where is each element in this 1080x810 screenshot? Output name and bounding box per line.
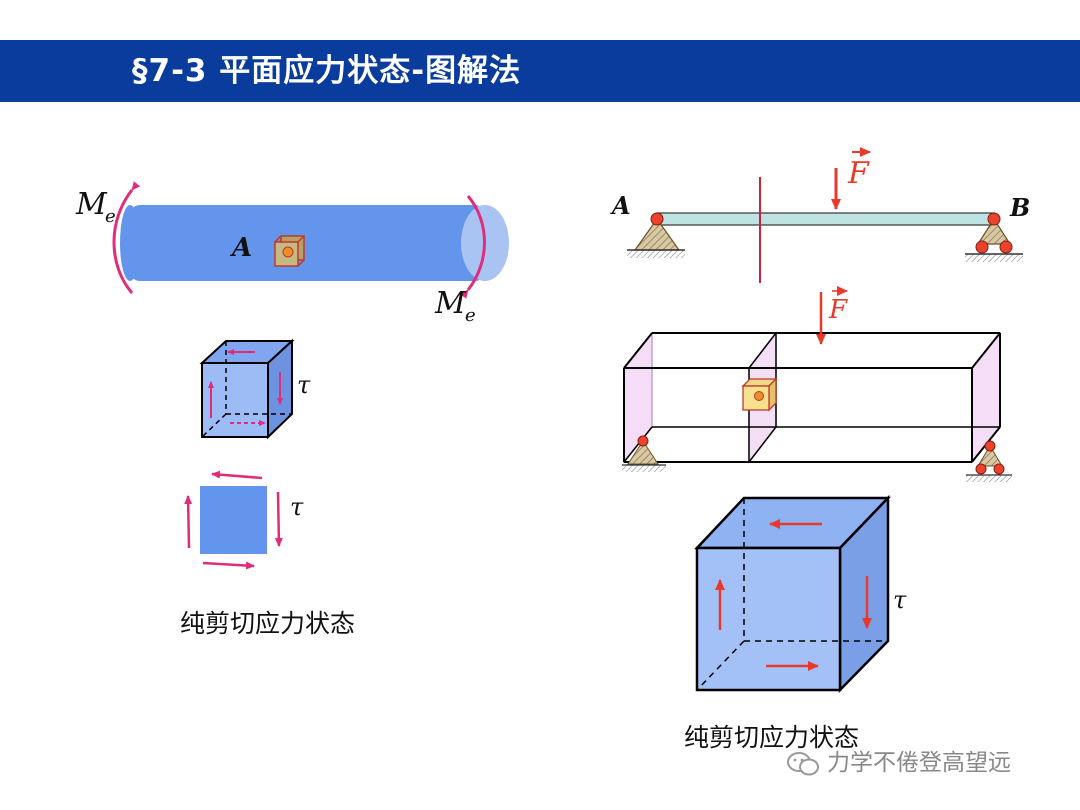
shaft-diagram: A M e M e (75, 181, 509, 326)
page-title: §7-3 平面应力状态-图解法 (132, 53, 522, 89)
moment-arrow-left (112, 181, 141, 294)
beam-body (656, 212, 995, 226)
moment-label-right: M (434, 286, 467, 321)
beam-3d-box (622, 292, 1012, 482)
plane-stress-square (184, 470, 283, 570)
watermark: 力学不倦登高望远 (785, 745, 1011, 781)
caption-left: 纯剪切应力状态 (180, 609, 356, 638)
support-a-label: A (610, 191, 631, 220)
element-a-icon (274, 235, 305, 267)
moment-label-left: M (75, 187, 108, 222)
beam-element-icon (741, 377, 778, 412)
wechat-icon (787, 751, 819, 775)
support-b-icon (965, 212, 1023, 262)
shaft-left-end (120, 205, 140, 281)
moment-subscript-right: e (465, 305, 476, 326)
beam-box-support-right-icon (966, 440, 1012, 482)
big-cube-tau-label: τ (893, 586, 907, 614)
moment-arrow-right (459, 195, 486, 299)
force-label-lower: F (828, 295, 848, 325)
support-b-label: B (1009, 193, 1030, 222)
support-a-icon (627, 212, 685, 258)
small-cube (199, 338, 295, 440)
square-tau-label: τ (290, 493, 304, 521)
watermark-text: 力学不倦登高望远 (827, 750, 1011, 776)
caption-right: 纯剪切应力状态 (684, 723, 860, 752)
big-cube (694, 494, 891, 694)
force-label-top: F (847, 156, 870, 191)
title-bar: §7-3 平面应力状态-图解法 (0, 40, 1080, 102)
small-cube-tau-label: τ (297, 371, 311, 399)
moment-subscript-left: e (105, 206, 116, 227)
shaft-body (130, 205, 485, 281)
beam-diagram (627, 168, 1023, 283)
point-a-label: A (229, 233, 252, 263)
beam-box-support-left-icon (622, 435, 666, 472)
